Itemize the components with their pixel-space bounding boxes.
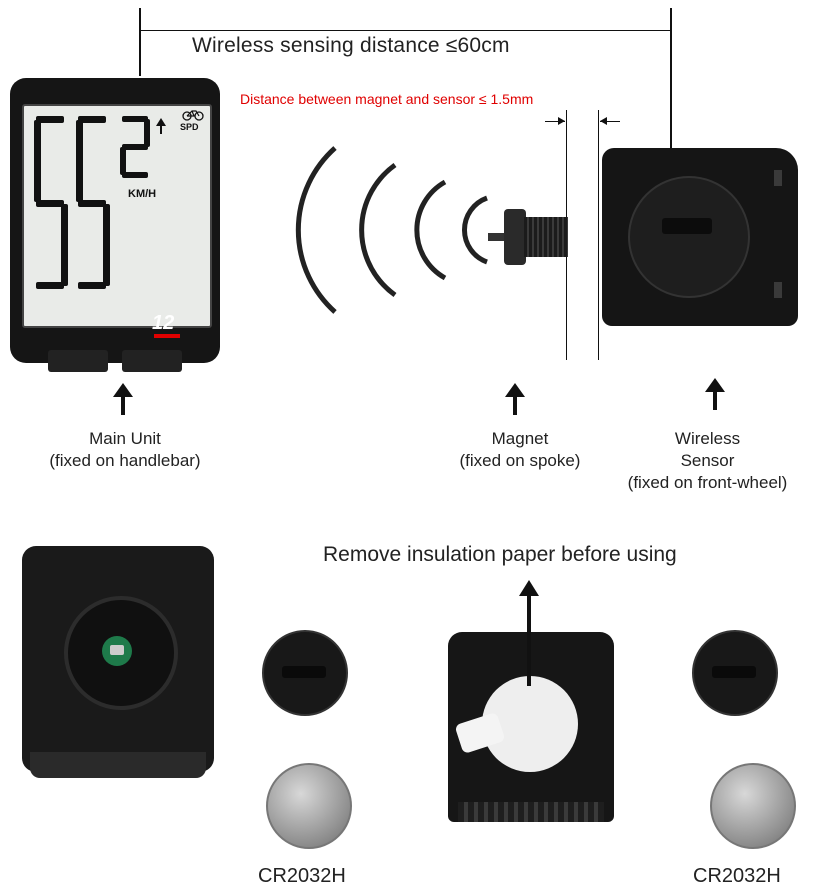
magnet-arrow-icon	[505, 383, 525, 415]
coin-battery-right	[710, 763, 796, 849]
speed-decimal	[120, 116, 154, 178]
battery-label-right: CR2032H	[693, 865, 781, 887]
mode-label: SPD	[180, 122, 199, 132]
distance-line-left-tick	[139, 8, 141, 76]
speed-digits	[34, 116, 114, 296]
magnet-subtitle: (fixed on spoke)	[459, 451, 581, 470]
gap-arrow-right	[600, 121, 620, 122]
sensor-title: Wireless	[674, 429, 741, 448]
gap-arrow-left	[545, 121, 565, 122]
mount-tab-left	[48, 350, 108, 372]
distance-line	[139, 30, 672, 31]
sensor-battery-cover	[628, 176, 750, 298]
gap-arrow-right-head	[600, 117, 607, 125]
gap-arrow-left-head	[558, 117, 565, 125]
gap-line-right	[598, 110, 599, 360]
sensor-label: Wireless Sensor (fixed on front-wheel)	[600, 428, 815, 494]
magnet-label: Magnet (fixed on spoke)	[430, 428, 610, 472]
mount-tab-right	[122, 350, 182, 372]
main-unit-subtitle: (fixed on handlebar)	[49, 451, 201, 470]
battery-label-left: CR2032H	[258, 865, 346, 887]
battery-cover-right	[692, 630, 778, 716]
sensor-title-2: Sensor	[680, 451, 735, 470]
magnet	[488, 203, 568, 271]
main-unit-back	[22, 546, 214, 778]
main-unit-arrow-icon	[113, 383, 133, 415]
insulation-label: Remove insulation paper before using	[323, 543, 677, 566]
magnet-title: Magnet	[491, 429, 549, 448]
wireless-distance-label: Wireless sensing distance ≤60cm	[192, 34, 510, 57]
insulation-arrow-icon	[519, 580, 539, 686]
bike-icon	[182, 108, 204, 121]
brand-logo-red	[154, 334, 180, 338]
brand-logo: 12	[152, 312, 175, 334]
battery-cover-left	[262, 630, 348, 716]
coin-battery-left	[266, 763, 352, 849]
distance-line-right-tick	[670, 8, 672, 173]
sensor-subtitle: (fixed on front-wheel)	[627, 473, 788, 492]
sensor-back	[448, 632, 614, 822]
main-unit-title: Main Unit	[89, 429, 161, 448]
wireless-signal-icon	[295, 146, 488, 314]
lcd-screen: SPD KM/H	[22, 104, 212, 328]
main-unit-label: Main Unit (fixed on handlebar)	[20, 428, 230, 472]
wireless-sensor	[602, 148, 798, 326]
unit-label: KM/H	[128, 188, 157, 200]
sensor-arrow-icon	[705, 378, 725, 410]
magnet-distance-label: Distance between magnet and sensor ≤ 1.5…	[240, 91, 534, 107]
main-unit: SPD KM/H 12	[10, 78, 220, 372]
speed-up-arrow-icon	[156, 118, 166, 134]
